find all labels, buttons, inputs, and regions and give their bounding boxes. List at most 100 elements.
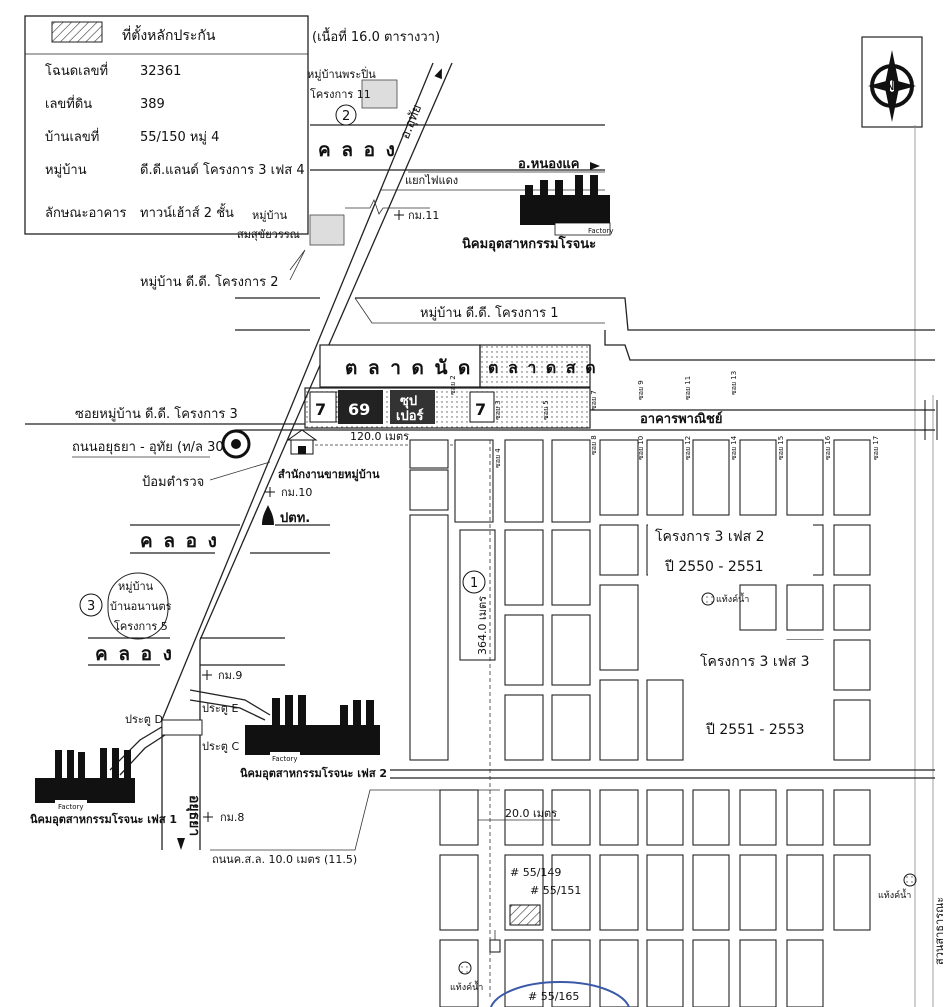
gate-c-label: ประตู C <box>202 740 239 753</box>
house-151-label: # 55/151 <box>530 884 581 897</box>
compass-north-icon: N <box>861 36 923 128</box>
village3-line3: โครงการ 5 <box>114 619 168 633</box>
soi-label: ซอย 11 <box>684 376 692 400</box>
soi-label: ซอย 8 <box>590 435 598 455</box>
soi-dd3: ซอยหมู่บ้าน ดี.ดี. โครงการ 3 อาคารพาณิชย… <box>25 400 938 440</box>
km9-label: กม.9 <box>218 669 242 682</box>
water-tank-label: แท้งค์น้ำ <box>716 592 749 605</box>
soi-label: ซอย 5 <box>542 400 550 420</box>
circle-1-label: 1 <box>470 576 478 591</box>
gate-d-label: ประตู D <box>125 713 163 726</box>
canal-mid-label: ค ล อ ง <box>140 530 219 552</box>
soi-label: ซอย 9 <box>637 380 645 400</box>
years-phase3-label: ปี 2551 - 2553 <box>706 722 805 738</box>
village-sompong-line2: สมสุขัยวรรณ <box>237 228 300 241</box>
commercial-label: อาคารพาณิชย์ <box>640 411 722 427</box>
years-phase2-label: ปี 2550 - 2551 <box>665 559 764 575</box>
legend-value-house: 55/150 หมู่ 4 <box>140 130 219 145</box>
legend-label-land: เลขที่ดิน <box>45 95 92 112</box>
arrow-up-icon <box>434 68 442 80</box>
legend-area: (เนื้อที่ 16.0 ตารางวา) <box>312 27 440 45</box>
km10-label: กม.10 <box>281 486 312 499</box>
estate-grid <box>390 439 935 1007</box>
village-sompong: หมู่บ้าน สมสุขัยวรรณ <box>237 209 345 246</box>
water-tank-icon: แท้งค์น้ำ <box>701 592 749 606</box>
km11-marker: กม.11 <box>394 209 439 222</box>
dd-project1-label: หมู่บ้าน ดี.ดี. โครงการ 1 <box>420 305 559 321</box>
factory-top-icon: Factory นิคมอุตสาหกรรมโรจนะ <box>462 175 614 252</box>
stamp-seal <box>489 981 631 1007</box>
km11-label: กม.11 <box>408 209 439 222</box>
soi-labels: ซอย 2 ซอย 3 ซอย 4 ซอย 5 ซอย 7 ซอย 8 ซอย … <box>449 371 880 468</box>
police-label: ป้อมตำรวจ <box>142 475 204 490</box>
supermarket <box>390 390 435 424</box>
legend-box: ที่ตั้งหลักประกัน (เนื้อที่ 16.0 ตารางวา… <box>24 15 440 235</box>
canal-top: ค ล อ ง <box>310 124 605 171</box>
circle-2-icon <box>335 104 357 126</box>
km9-marker: กม.9 <box>202 669 242 682</box>
canal-mid: ค ล อ ง <box>130 524 330 554</box>
property-houses: # 55/149 # 55/151 <box>489 866 581 953</box>
legend-label-deed: โฉนดเลขที่ <box>45 62 108 79</box>
soi-label: ซอย 14 <box>730 435 738 460</box>
soi-label: ซอย 3 <box>494 400 502 420</box>
logo-six-icon <box>338 390 383 424</box>
to-ayutthaya-label: อยุธยา <box>186 795 202 836</box>
market-sot-label: ต ล า ด ส ด <box>488 358 598 377</box>
project11-label: โครงการ 11 <box>310 87 371 101</box>
water-tank-label-2: แท้งค์น้ำ <box>878 888 911 901</box>
legend-value-building: ทาวน์เฮ้าส์ 2 ชั้น <box>140 203 234 221</box>
village-prapin-label: หมู่บ้านพระปิ่น <box>307 66 376 81</box>
highway-label: ถนนอยุธยา - อุทัย (ท/ล 3056) <box>72 440 245 455</box>
factory-phase2-tag: Factory <box>272 755 298 763</box>
project3-phase2-label: โครงการ 3 เฟส 2 <box>655 528 765 545</box>
to-nongkhae-label: อ.หนองแค <box>518 157 579 172</box>
sales-office-label: สำนักงานขายหมู่บ้าน <box>278 468 380 482</box>
public-road-label: ถนนค.ส.ล. 10.0 เมตร (11.5) <box>212 853 357 866</box>
soi-label: ซอย 2 <box>449 375 457 395</box>
house-149-label: # 55/149 <box>510 866 561 879</box>
soi-label: ซอย 4 <box>494 448 502 468</box>
house-165-label: # 55/165 <box>528 990 579 1003</box>
intersection-label: แยกไฟแดง <box>405 174 458 187</box>
village-prapin: หมู่บ้านพระปิ่น โครงการ 11 <box>307 66 398 109</box>
arrow-right-icon <box>590 162 600 170</box>
factory-phase1-tag: Factory <box>58 803 84 811</box>
park-label: สวนสาธารณะ <box>933 897 946 965</box>
soi-label: ซอย 13 <box>730 371 738 395</box>
circle-3-icon <box>79 593 103 617</box>
factory-top-tag: Factory <box>588 227 614 235</box>
estate-phase1-label: นิคมอุตสาหกรรมโรจนะ เฟส 1 <box>30 812 177 827</box>
dd-project2-label: หมู่บ้าน ดี.ดี. โครงการ 2 <box>140 274 279 290</box>
estate-top-label: นิคมอุตสาหกรรมโรจนะ <box>462 235 596 252</box>
soi-label: ซอย 17 <box>872 436 880 460</box>
seven-eleven-icon-2 <box>469 391 495 423</box>
super-line2: เปอร์ <box>396 408 424 424</box>
canal-bottom-label: ค ล อ ง <box>95 643 174 665</box>
km8-label: กม.8 <box>220 811 244 824</box>
village-sompong-line1: หมู่บ้าน <box>252 209 288 222</box>
market-block: ต ล า ด นั ด ต ล า ด ส ด 7 69 ซุป เปอร์ … <box>304 344 598 429</box>
soi-label: ซอย 12 <box>684 436 692 460</box>
soi-label: ซอย 7 <box>590 390 598 410</box>
seven-eleven-icon <box>309 391 337 423</box>
road-nongkhae: แยกไฟแดง อ.หนองแค <box>380 157 605 191</box>
distance-364: 1 364.0 เมตร <box>462 440 491 1000</box>
km8-marker: กม.8 <box>203 811 244 824</box>
legend-label-house: บ้านเลขที่ <box>45 128 99 145</box>
legend-value-deed: 32361 <box>140 64 181 79</box>
legend-title: ที่ตั้งหลักประกัน <box>122 25 216 44</box>
circle-3-label: 3 <box>87 599 95 614</box>
circle-1-icon <box>462 570 486 594</box>
super-line1: ซุป <box>400 394 417 409</box>
project3-phase3-label: โครงการ 3 เฟส 3 <box>700 653 810 670</box>
canal-top-label: ค ล อ ง <box>318 139 397 161</box>
water-tank-icon-3: แท้งค์น้ำ <box>450 961 483 993</box>
svg-text:7: 7 <box>475 400 486 419</box>
soi-label: ซอย 16 <box>824 435 832 460</box>
factory-phase1-icon: Factory นิคมอุตสาหกรรมโรจนะ เฟส 1 <box>30 748 177 827</box>
svg-text:69: 69 <box>348 400 370 419</box>
canal-bottom: ค ล อ ง <box>88 637 285 666</box>
soi-dd3-label: ซอยหมู่บ้าน ดี.ดี. โครงการ 3 <box>75 406 238 422</box>
